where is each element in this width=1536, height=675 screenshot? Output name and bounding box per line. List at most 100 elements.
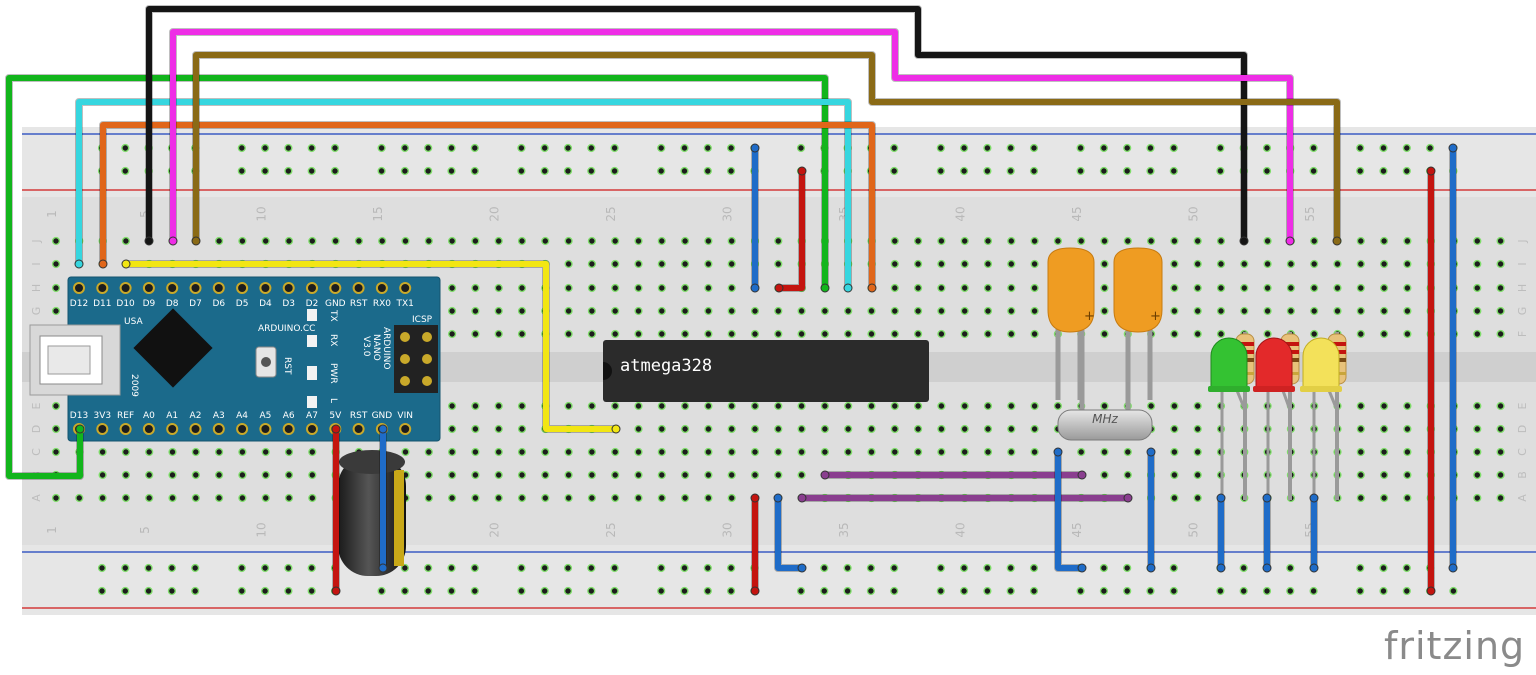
wire-brown-end (1332, 236, 1342, 246)
rail-hole (1262, 586, 1272, 596)
breadboard-hole (1379, 259, 1389, 269)
breadboard-hole (1379, 424, 1389, 434)
breadboard-hole (145, 470, 154, 480)
breadboard-hole (517, 493, 527, 503)
rail-hole (1356, 586, 1365, 596)
breadboard-hole (890, 329, 899, 339)
breadboard-hole (1053, 236, 1063, 246)
rail-hole (1216, 166, 1225, 176)
breadboard-hole (1240, 306, 1249, 316)
usb-connector (29, 324, 121, 396)
breadboard-hole (913, 329, 923, 339)
breadboard-hole (1310, 306, 1319, 316)
breadboard-hole (1496, 493, 1505, 503)
breadboard-hole (634, 329, 643, 339)
breadboard-hole (564, 283, 573, 293)
wire-orange (100, 122, 875, 291)
breadboard-hole (1473, 447, 1482, 457)
breadboard-hole (51, 424, 61, 434)
column-number-bottom: 40 (954, 522, 968, 537)
rail-hole (1356, 143, 1365, 153)
breadboard-hole (937, 236, 946, 246)
rail-hole (1402, 166, 1411, 176)
breadboard-hole (587, 236, 597, 246)
rail-hole (866, 586, 876, 596)
nano-pin-label-bottom: A6 (283, 411, 295, 421)
led-red (1253, 337, 1295, 500)
breadboard-hole (983, 329, 993, 339)
breadboard-hole (191, 493, 200, 503)
breadboard-hole (1170, 401, 1179, 411)
rail-hole (657, 143, 666, 153)
nano-pin-label-top: RST (350, 299, 368, 309)
breadboard-hole (471, 283, 480, 293)
pwr-led (307, 366, 317, 380)
breadboard-hole (750, 470, 760, 480)
rx-led (307, 335, 317, 347)
nano-pin (259, 282, 272, 294)
row-letter: I (1516, 262, 1529, 265)
breadboard-hole (1007, 447, 1016, 457)
column-number-top: 1 (45, 210, 59, 218)
breadboard-hole (494, 493, 503, 503)
breadboard-hole (1007, 329, 1016, 339)
column-number-top: 55 (1303, 206, 1317, 221)
breadboard-hole (308, 493, 317, 503)
breadboard-hole (587, 329, 597, 339)
nano-pin-label-bottom: 3V3 (93, 411, 111, 421)
breadboard-hole (1496, 447, 1505, 457)
rail-hole (447, 586, 456, 596)
wire-black-end (1239, 236, 1249, 246)
breadboard-hole (727, 447, 736, 457)
breadboard-hole (448, 306, 457, 316)
breadboard-hole (564, 329, 573, 339)
rail-hole (540, 586, 549, 596)
breadboard-hole (797, 424, 806, 434)
breadboard-hole (1100, 447, 1109, 457)
mcu-chip (133, 308, 213, 388)
wire-blue-nano-end (378, 563, 388, 573)
breadboard-hole (51, 259, 61, 269)
breadboard-hole (51, 447, 61, 457)
rail-hole (726, 143, 736, 153)
breadboard-hole (844, 306, 853, 316)
wire-blue-rail-end (1448, 563, 1458, 573)
breadboard-hole (1007, 283, 1016, 293)
wire-blue-a-end (750, 143, 760, 153)
breadboard-hole (587, 306, 597, 316)
breadboard-hole (448, 401, 457, 411)
breadboard-hole (494, 236, 503, 246)
rail-hole (983, 586, 992, 596)
breadboard-hole (657, 401, 666, 411)
wire-red-a-end (774, 283, 784, 293)
rail-hole (1216, 143, 1225, 153)
rail-hole (540, 166, 549, 176)
rail-hole (1029, 166, 1039, 176)
rail-hole (330, 166, 340, 176)
breadboard-hole (937, 283, 946, 293)
rail-hole (587, 143, 596, 153)
breadboard-hole (657, 447, 666, 457)
wire-blue-crystal (1055, 449, 1085, 571)
rail-hole (517, 586, 526, 596)
nano-pin-label-top: D3 (282, 299, 295, 309)
capacitor-plus-sign: + (1084, 309, 1095, 324)
column-number-bottom: 35 (837, 522, 851, 537)
nano-pin-label-top: D2 (306, 299, 319, 309)
column-number-top: 30 (721, 206, 735, 221)
nano-pin-label-top: TX1 (396, 299, 414, 309)
nano-icsp-text: ICSP (412, 315, 433, 325)
rail-hole (936, 143, 945, 153)
column-number-bottom: 45 (1070, 522, 1084, 537)
column-number-top: 15 (371, 206, 385, 221)
row-letter: A (1516, 494, 1529, 502)
breadboard-hole (657, 259, 666, 269)
breadboard-hole (1496, 329, 1505, 339)
nano-pin (352, 423, 365, 435)
breadboard-hole (471, 329, 480, 339)
nano-pin (282, 282, 295, 294)
rail-hole (447, 143, 456, 153)
rail-hole (447, 563, 456, 573)
wire-blue-right-end (1146, 447, 1156, 457)
breadboard-hole (680, 447, 690, 457)
